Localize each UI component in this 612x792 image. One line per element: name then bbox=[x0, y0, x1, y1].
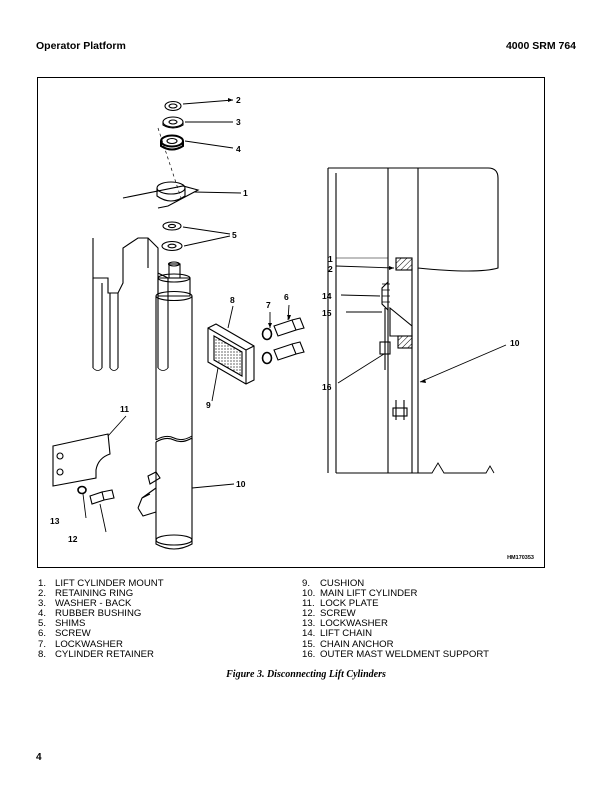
legend-label: LIFT CYLINDER MOUNT bbox=[55, 578, 164, 589]
page-number: 4 bbox=[36, 752, 42, 763]
washer-back bbox=[162, 116, 184, 129]
legend-item: 1. LIFT CYLINDER MOUNT bbox=[38, 578, 164, 589]
running-header-section: Operator Platform bbox=[36, 40, 126, 52]
legend-num: 15. bbox=[302, 638, 316, 650]
callout-10: 10 bbox=[236, 479, 246, 489]
legend-num: 7. bbox=[38, 638, 47, 650]
screw-upper bbox=[273, 317, 305, 337]
rubber-bushing bbox=[160, 134, 184, 151]
legend-label: LOCKWASHER bbox=[55, 638, 123, 650]
mast-column-left bbox=[92, 278, 119, 368]
lock-plate bbox=[52, 433, 111, 487]
callout-7: 7 bbox=[266, 300, 271, 310]
legend-label: CHAIN ANCHOR bbox=[320, 638, 394, 650]
lockwasher-plate bbox=[77, 485, 87, 495]
legend-item: 3. WASHER - BACK bbox=[38, 599, 164, 609]
legend-num: 1. bbox=[38, 578, 47, 589]
exploded-view-illustration: 2 3 4 1 5 8 7 6 9 11 10 13 12 1 2 14 15 … bbox=[50, 95, 520, 550]
legend-label: WASHER - BACK bbox=[55, 598, 132, 610]
lift-chain-detail bbox=[382, 283, 390, 303]
legend-num: 5. bbox=[38, 618, 47, 630]
legend-label: LOCK PLATE bbox=[320, 598, 379, 610]
figure-frame: 2 3 4 1 5 8 7 6 9 11 10 13 12 1 2 14 15 … bbox=[37, 77, 545, 568]
legend-item: 16. OUTER MAST WELDMENT SUPPORT bbox=[302, 648, 489, 660]
callout-14: 14 bbox=[322, 291, 332, 301]
legend-num: 14. bbox=[302, 628, 316, 640]
legend-item: 9. CUSHION bbox=[302, 578, 489, 589]
mast-detail-view bbox=[327, 167, 499, 474]
legend-label: CUSHION bbox=[320, 578, 365, 589]
legend-num: 9. bbox=[302, 578, 311, 589]
legend-num: 12. bbox=[302, 608, 316, 620]
running-header-manual: 4000 SRM 764 bbox=[505, 40, 576, 52]
legend-num: 8. bbox=[38, 648, 47, 660]
screw-plate bbox=[89, 489, 115, 505]
screw-lower bbox=[273, 341, 305, 361]
legend-label: OUTER MAST WELDMENT SUPPORT bbox=[320, 648, 489, 660]
legend-right-column: 9. CUSHION 10. MAIN LIFT CYLINDER 11. LOCK … bbox=[302, 578, 489, 660]
legend-label: RUBBER BUSHING bbox=[55, 608, 142, 620]
legend-num: 11. bbox=[302, 598, 315, 610]
callout-8: 8 bbox=[230, 295, 235, 305]
legend-num: 4. bbox=[38, 608, 47, 620]
callout-4: 4 bbox=[236, 144, 241, 154]
mast-back-outline bbox=[92, 237, 169, 294]
legend-item: 15. CHAIN ANCHOR bbox=[302, 638, 489, 650]
legend-num: 2. bbox=[38, 588, 47, 600]
legend-label: MAIN LIFT CYLINDER bbox=[320, 588, 418, 600]
legend-label: CYLINDER RETAINER bbox=[55, 648, 154, 660]
cylinder-retainer bbox=[207, 323, 255, 385]
legend-label: LOCKWASHER bbox=[320, 618, 388, 630]
callout-1-detail: 1 bbox=[328, 254, 333, 264]
legend-item: 10. MAIN LIFT CYLINDER bbox=[302, 588, 489, 600]
figure-caption: Figure 3. Disconnecting Lift Cylinders bbox=[226, 669, 386, 680]
callout-16: 16 bbox=[322, 382, 332, 392]
legend-label: LIFT CHAIN bbox=[320, 628, 373, 640]
callout-11: 11 bbox=[120, 404, 129, 414]
callout-2-detail: 2 bbox=[328, 264, 333, 274]
figure-id-code: HM170353 bbox=[507, 555, 534, 561]
callout-13: 13 bbox=[50, 516, 60, 526]
shims bbox=[161, 221, 183, 252]
callout-9: 9 bbox=[206, 400, 211, 410]
lockwasher-upper bbox=[261, 327, 273, 341]
callout-2: 2 bbox=[236, 95, 241, 105]
legend-item: 8. CYLINDER RETAINER bbox=[38, 648, 164, 660]
lockwasher-lower bbox=[261, 351, 273, 365]
retaining-ring bbox=[164, 100, 182, 112]
callout-3: 3 bbox=[236, 117, 241, 127]
legend-item: 13. LOCKWASHER bbox=[302, 619, 489, 629]
legend-num: 13. bbox=[302, 618, 316, 630]
legend-label: RETAINING RING bbox=[55, 588, 134, 600]
main-lift-cylinder-lower bbox=[137, 437, 193, 550]
legend-item: 5. SHIMS bbox=[38, 619, 164, 629]
lift-cylinder-mount bbox=[122, 185, 200, 209]
legend-label: SCREW bbox=[320, 608, 356, 620]
legend-item: 7. LOCKWASHER bbox=[38, 638, 164, 650]
callout-12: 12 bbox=[68, 534, 78, 544]
legend-item: 14. LIFT CHAIN bbox=[302, 629, 489, 639]
legend-item: 2. RETAINING RING bbox=[38, 588, 164, 600]
legend-label: SHIMS bbox=[55, 618, 86, 630]
callout-10-detail: 10 bbox=[510, 338, 520, 348]
cushion bbox=[213, 335, 243, 377]
legend-num: 10. bbox=[302, 588, 316, 600]
legend-label: SCREW bbox=[55, 628, 91, 640]
main-lift-cylinder-upper bbox=[155, 261, 193, 441]
callout-5: 5 bbox=[232, 230, 237, 240]
legend-item: 6. SCREW bbox=[38, 629, 164, 639]
callout-1: 1 bbox=[243, 188, 248, 198]
legend-num: 6. bbox=[38, 628, 47, 640]
legend-item: 11. LOCK PLATE bbox=[302, 599, 489, 609]
legend-item: 12. SCREW bbox=[302, 609, 489, 619]
callout-15: 15 bbox=[322, 308, 332, 318]
legend-num: 3. bbox=[38, 598, 47, 610]
legend-num: 16. bbox=[302, 648, 316, 660]
legend-item: 4. RUBBER BUSHING bbox=[38, 609, 164, 619]
callout-6: 6 bbox=[284, 292, 289, 302]
legend-left-column: 1. LIFT CYLINDER MOUNT 2. RETAINING RING 3… bbox=[38, 578, 164, 660]
